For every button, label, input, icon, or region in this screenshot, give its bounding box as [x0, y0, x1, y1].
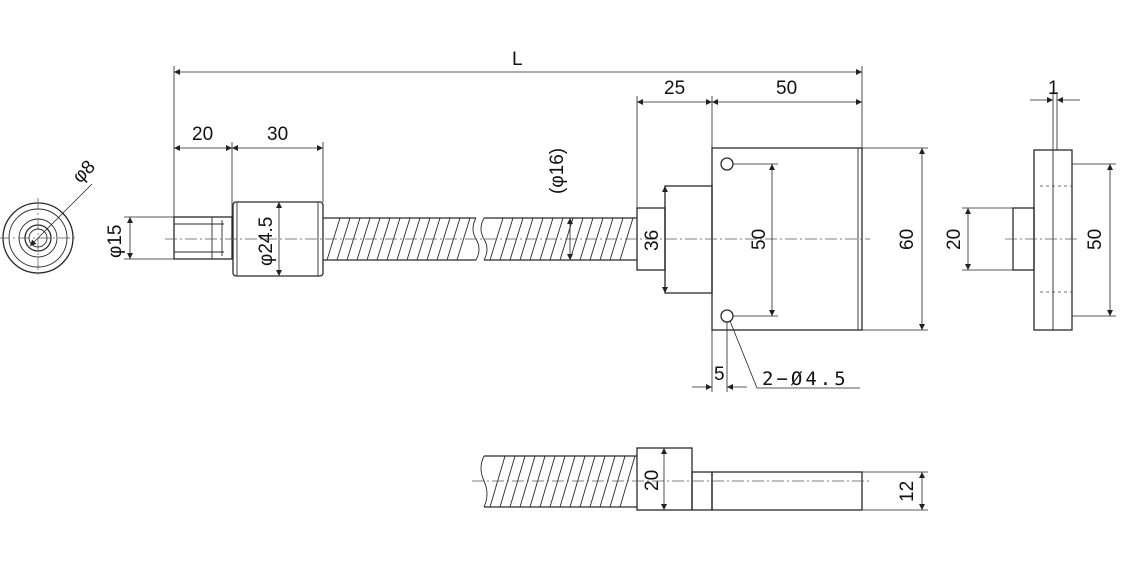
end-diameter-label: φ15: [105, 225, 126, 258]
side-boss-label: 20: [944, 229, 965, 250]
nut-diameter-label: φ24.5: [256, 217, 277, 266]
dimension-lines: [124, 66, 1116, 511]
bracket-offset-label: 25: [664, 78, 685, 99]
side-view: [1005, 149, 1080, 331]
end-length-label: 20: [192, 124, 213, 145]
overall-length-label: L: [512, 49, 523, 70]
bottom-block-label: 20: [642, 470, 663, 491]
flange-boss-label: 36: [642, 230, 663, 251]
bottom-view: [472, 447, 870, 511]
front-view: [165, 147, 870, 331]
bore-diameter-label: φ8: [69, 157, 100, 188]
thickness-label: 1: [1048, 78, 1059, 99]
hole-edge-label: 5: [714, 364, 725, 385]
motor-length-label: 50: [776, 78, 797, 99]
end-view: [0, 183, 93, 278]
screw-diameter-label: (φ16): [547, 148, 568, 194]
nut-length-label: 30: [267, 124, 288, 145]
body-height-label: 60: [897, 229, 918, 250]
holes-label: 2−Ø4.5: [762, 368, 849, 390]
bottom-shaft-label: 12: [897, 481, 918, 502]
hole-pitch-label: 50: [749, 229, 770, 250]
side-pitch-label: 50: [1085, 229, 1106, 250]
